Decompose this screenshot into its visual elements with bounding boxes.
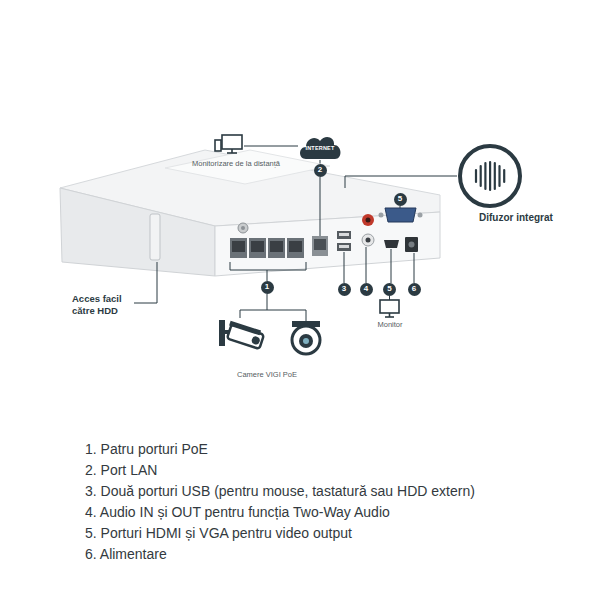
- speaker-callout: Difuzor integrat: [457, 143, 523, 209]
- callout-number: 1: [261, 281, 274, 294]
- callout-number: 5: [383, 283, 396, 296]
- speaker-ring: [460, 146, 520, 206]
- power-port-pin: [409, 242, 415, 248]
- callout-number: 5: [394, 193, 407, 206]
- usb-port: [337, 243, 351, 251]
- ground-screw: [238, 223, 248, 233]
- speaker-shape: [457, 143, 523, 209]
- lan-port-socket: [314, 239, 326, 250]
- speaker-grille-bar: [489, 162, 491, 190]
- monitor-base: [385, 316, 394, 318]
- leader-line: [320, 177, 321, 236]
- monitor-label: Monitor: [377, 320, 402, 329]
- ethernet-port-socket: [251, 241, 264, 252]
- callout-number: 2: [314, 164, 327, 177]
- ethernet-port: [287, 238, 304, 258]
- dome-lens-ring: [299, 334, 313, 348]
- leader-line: [344, 252, 345, 283]
- leader-line: [366, 247, 367, 283]
- list-item: 4. Audio IN și OUT pentru funcția Two-Wa…: [85, 504, 390, 520]
- speaker-grille-bar: [480, 166, 482, 186]
- lan-port: [312, 236, 328, 256]
- monitor-base: [227, 152, 237, 154]
- callout-number: 1: [265, 283, 269, 291]
- hdd-slot: [150, 214, 160, 260]
- callout-number: 3: [342, 285, 346, 293]
- callout-number: 4: [364, 285, 368, 293]
- vga-screw: [418, 213, 423, 218]
- callout-number: 3: [338, 283, 351, 296]
- leader-line: [244, 146, 298, 147]
- ethernet-port-socket: [270, 241, 283, 252]
- leader-line: [267, 270, 268, 281]
- speaker-grille-bar: [498, 166, 500, 186]
- callout-number: 2: [318, 166, 322, 174]
- remote-monitor-icon: [215, 135, 242, 153]
- ethernet-port-socket: [289, 241, 302, 252]
- usb-port: [337, 231, 351, 239]
- leader-line: [400, 206, 401, 208]
- list-item: 3. Două porturi USB (pentru mouse, tasta…: [85, 483, 475, 499]
- ethernet-port: [268, 238, 285, 258]
- device-side: [60, 188, 215, 276]
- vga-screw: [379, 213, 384, 218]
- camera-label: Camere VIGI PoE: [237, 370, 297, 379]
- speaker-grille-bar: [494, 163, 496, 189]
- leader-line: [345, 176, 457, 188]
- list-item: 2. Port LAN: [85, 462, 157, 478]
- hdd-access-label: Acces facil către HDD: [72, 293, 144, 317]
- remote-monitoring-label: Monitorizare de la distanță: [192, 159, 280, 168]
- callout-number: 5: [398, 195, 402, 203]
- list-item: 5. Porturi HDMI și VGA pentru video outp…: [85, 525, 352, 541]
- hdmi-port: [384, 240, 399, 248]
- audio-jack-hole: [366, 218, 371, 223]
- list-item: 6. Alimentare: [85, 546, 167, 562]
- speaker-grille-bar: [503, 170, 505, 182]
- callout-number: 6: [408, 283, 421, 296]
- speaker-grille-bar: [475, 170, 477, 182]
- poe-ports: [230, 238, 304, 258]
- leader-line: [389, 296, 390, 300]
- ethernet-port: [230, 238, 247, 258]
- node-heading: Difuzor integrat: [479, 212, 553, 223]
- phone-icon: [215, 140, 221, 151]
- speaker-grille-bar: [484, 163, 486, 189]
- monitor-screen: [222, 135, 242, 149]
- audio-jack: [362, 214, 374, 226]
- dome-shell: [292, 326, 320, 354]
- cloud-text: INTERNET: [297, 145, 343, 151]
- callout-number: 5: [387, 285, 391, 293]
- audio-jack-hole: [366, 238, 371, 243]
- dome-camera-icon: [292, 321, 320, 354]
- callout-number: 6: [412, 285, 416, 293]
- list-item: 1. Patru porturi PoE: [85, 441, 208, 457]
- ethernet-port: [249, 238, 266, 258]
- leader-line: [391, 249, 392, 283]
- leader-line: [240, 294, 306, 321]
- callout-number: 4: [360, 283, 373, 296]
- leader-lines: [134, 146, 457, 321]
- ground-screw-center: [241, 226, 245, 230]
- power-port: [405, 237, 418, 252]
- vga-port: [385, 208, 416, 222]
- usb-port-tongue: [339, 245, 349, 248]
- usb-port-tongue: [339, 233, 349, 236]
- bullet-camera-icon: [219, 320, 265, 349]
- monitor-screen: [380, 300, 399, 313]
- leader-line: [414, 253, 415, 283]
- internet-cloud: INTERNET: [297, 134, 343, 160]
- camera-hood: [229, 321, 261, 336]
- dome-lens: [303, 338, 309, 344]
- leader-line: [134, 262, 157, 303]
- ethernet-port-socket: [232, 241, 245, 252]
- camera-lens: [251, 335, 261, 345]
- monitor-icon: [380, 300, 399, 317]
- connector-line: [320, 160, 321, 164]
- nvr-device: [60, 150, 440, 276]
- poe-bracket: [230, 262, 306, 270]
- audio-jack: [362, 234, 374, 246]
